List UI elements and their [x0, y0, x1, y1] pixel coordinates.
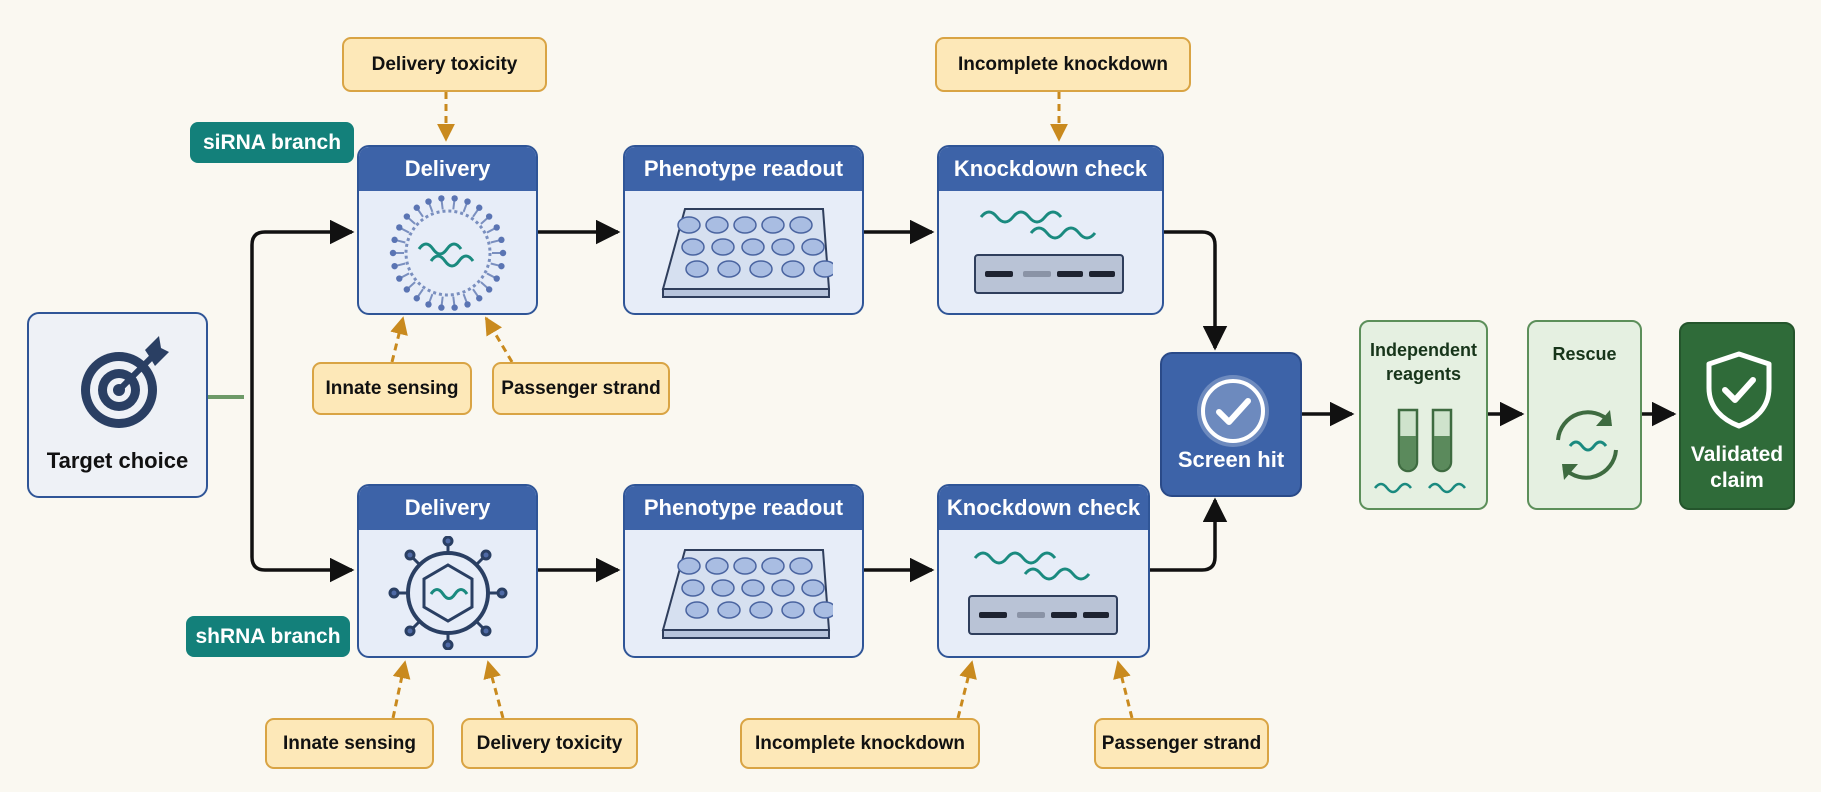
caveat-incomplete-knockdown-top: Incomplete knockdown — [935, 37, 1191, 92]
caveat-incomplete-knockdown-shrna: Incomplete knockdown — [740, 718, 980, 769]
rna-gel-icon — [968, 551, 1118, 635]
caveat-innate-sensing-sirna: Innate sensing — [312, 362, 472, 415]
shrna-delivery-title: Delivery — [359, 486, 536, 530]
shield-check-icon — [1706, 351, 1772, 429]
target-choice-card[interactable]: Target choice — [27, 312, 208, 498]
rna-gel-icon — [974, 210, 1124, 294]
sirna-phenotype-title: Phenotype readout — [625, 147, 862, 191]
shrna-knockdown-title: Knockdown check — [939, 486, 1148, 530]
well-plate-icon — [661, 208, 833, 298]
lipid-nanoparticle-icon — [389, 195, 507, 311]
sirna-knockdown-title: Knockdown check — [939, 147, 1162, 191]
shrna-knockdown-card[interactable]: Knockdown check — [937, 484, 1150, 658]
shrna-phenotype-card[interactable]: Phenotype readout — [623, 484, 864, 658]
validated-claim-card[interactable]: Validated claim — [1679, 322, 1795, 510]
shrna-phenotype-title: Phenotype readout — [625, 486, 862, 530]
caveat-delivery-toxicity-top: Delivery toxicity — [342, 37, 547, 92]
validated-claim-label: Validated claim — [1690, 443, 1784, 492]
sirna-delivery-title: Delivery — [359, 147, 536, 191]
caveat-innate-sensing-shrna: Innate sensing — [265, 718, 434, 769]
test-tubes-icon — [1374, 408, 1466, 494]
rescue-cycle-icon — [1556, 410, 1618, 480]
sirna-branch-tag: siRNA branch — [190, 122, 354, 163]
target-icon — [81, 336, 169, 428]
target-choice-label: Target choice — [46, 448, 189, 473]
viral-vector-icon — [388, 536, 508, 650]
caveat-passenger-strand-sirna: Passenger strand — [492, 362, 670, 415]
shrna-delivery-card[interactable]: Delivery — [357, 484, 538, 658]
arrow-shrna-knockdown-to-screen-hit — [1150, 497, 1228, 572]
caveat-passenger-strand-shrna: Passenger strand — [1094, 718, 1269, 769]
independent-reagents-card[interactable]: Independent reagents — [1359, 320, 1488, 510]
arrow-target-to-shrna-delivery — [250, 397, 355, 583]
arrow-sirna-knockdown-to-screen-hit — [1164, 230, 1228, 351]
checkmark-circle-icon — [1197, 375, 1269, 447]
well-plate-icon — [661, 549, 833, 639]
caveat-arrow-shrna-innate-sensing — [391, 660, 411, 719]
caveat-delivery-toxicity-shrna: Delivery toxicity — [461, 718, 638, 769]
screen-hit-card[interactable]: Screen hit — [1160, 352, 1302, 497]
shrna-branch-tag: shRNA branch — [186, 616, 350, 657]
caveat-arrow-shrna-passenger-strand — [1113, 660, 1134, 719]
sirna-delivery-card[interactable]: Delivery — [357, 145, 538, 315]
rescue-label: Rescue — [1552, 344, 1617, 364]
independent-reagents-label: Independent reagents — [1370, 340, 1477, 384]
caveat-arrow-shrna-delivery-toxicity — [483, 660, 505, 719]
caveat-arrow-sirna-innate-sensing — [390, 316, 408, 363]
caveat-arrow-sirna-passenger-strand — [484, 316, 514, 363]
caveat-arrow-shrna-incomplete-knockdown — [956, 660, 977, 719]
sirna-phenotype-card[interactable]: Phenotype readout — [623, 145, 864, 315]
screen-hit-label: Screen hit — [1177, 447, 1285, 472]
rescue-card[interactable]: Rescue — [1527, 320, 1642, 510]
sirna-knockdown-card[interactable]: Knockdown check — [937, 145, 1164, 315]
